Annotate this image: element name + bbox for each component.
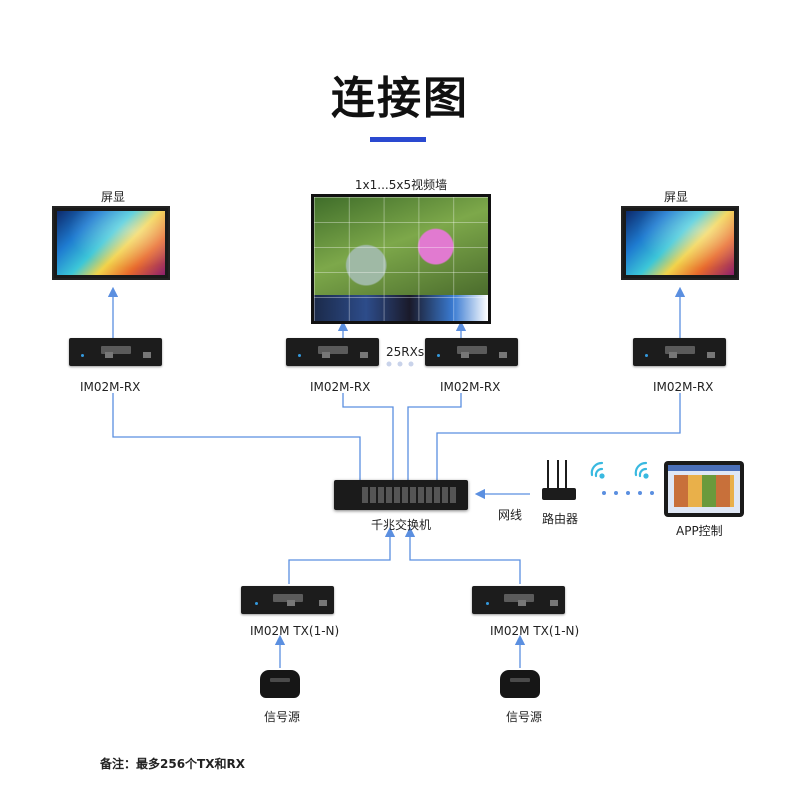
wire-switch-to-rx-cl bbox=[342, 393, 394, 480]
page-title: 连接图 bbox=[331, 73, 469, 124]
wire-tx-left-to-switch bbox=[288, 526, 396, 584]
router bbox=[542, 488, 576, 500]
router-label: 路由器 bbox=[542, 512, 579, 526]
screen-right bbox=[621, 206, 739, 280]
screen-left bbox=[52, 206, 170, 280]
wifi-icon bbox=[590, 461, 605, 479]
rx-center-right-label: IM02M-RX bbox=[440, 380, 501, 394]
ellipsis-dot bbox=[397, 361, 403, 367]
signal-source-right bbox=[500, 670, 540, 698]
signal-source-left bbox=[260, 670, 300, 698]
rx-right-label: IM02M-RX bbox=[653, 380, 714, 394]
wireless-dot bbox=[650, 491, 654, 495]
title-underline bbox=[370, 137, 426, 142]
wire-switch-to-rx-right bbox=[436, 393, 681, 480]
rx-device-center-left bbox=[286, 338, 379, 366]
source-left-label: 信号源 bbox=[264, 710, 301, 724]
network-cable-label: 网线 bbox=[498, 508, 523, 522]
footnote: 备注：最多256个TX和RX bbox=[100, 757, 245, 771]
rx-device-right bbox=[633, 338, 726, 366]
video-wall-label: 1x1...5x5视频墙 bbox=[354, 178, 448, 192]
router-antenna bbox=[547, 460, 549, 490]
ellipsis-dot bbox=[386, 361, 392, 367]
screen-left-label: 屏显 bbox=[101, 190, 126, 204]
wireless-dot bbox=[602, 491, 606, 495]
ellipsis-dot bbox=[408, 361, 414, 367]
wireless-dot bbox=[614, 491, 618, 495]
switch-label: 千兆交换机 bbox=[370, 518, 431, 532]
screen-right-label: 屏显 bbox=[664, 190, 689, 204]
wire-switch-to-rx-left bbox=[112, 393, 361, 480]
gigabit-switch bbox=[334, 480, 468, 510]
rx-left-label: IM02M-RX bbox=[80, 380, 141, 394]
tx-left-label: IM02M TX(1-N) bbox=[250, 624, 340, 638]
video-wall bbox=[311, 194, 491, 324]
tablet-app bbox=[664, 461, 744, 517]
wire-switch-to-rx-cr bbox=[407, 393, 462, 480]
wifi-icon bbox=[634, 461, 649, 479]
wireless-dot bbox=[626, 491, 630, 495]
wire-tx-right-to-switch bbox=[404, 526, 521, 584]
rx-count-label: 25RXs bbox=[386, 345, 425, 359]
tx-device-right bbox=[472, 586, 565, 614]
source-right-label: 信号源 bbox=[506, 710, 543, 724]
rx-center-left-label: IM02M-RX bbox=[310, 380, 371, 394]
wireless-dot bbox=[638, 491, 642, 495]
tx-device-left bbox=[241, 586, 334, 614]
rx-device-center-right bbox=[425, 338, 518, 366]
rx-device-left bbox=[69, 338, 162, 366]
tx-right-label: IM02M TX(1-N) bbox=[490, 624, 580, 638]
app-control-label: APP控制 bbox=[676, 524, 723, 538]
router-antenna bbox=[557, 460, 559, 490]
router-antenna bbox=[565, 460, 567, 490]
